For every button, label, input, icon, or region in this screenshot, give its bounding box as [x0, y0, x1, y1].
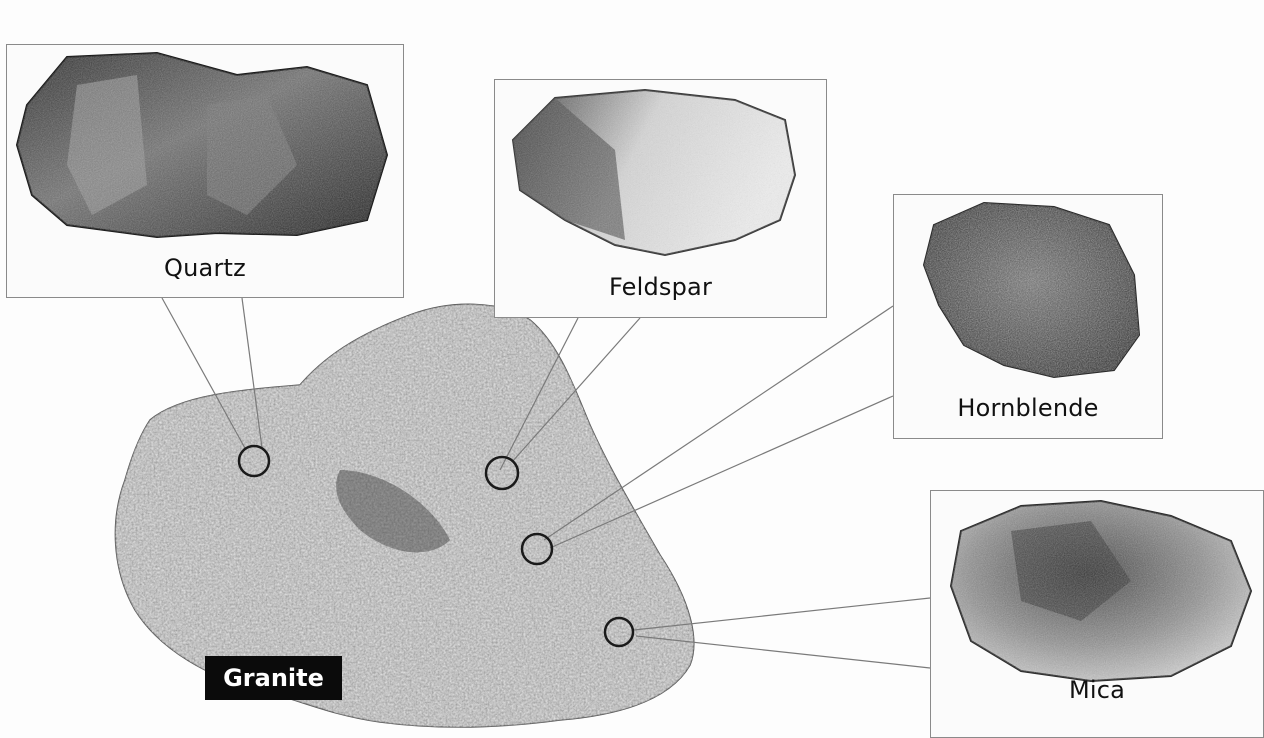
hornblende-image	[894, 195, 1163, 380]
quartz-callout: Quartz	[6, 44, 404, 298]
quartz-label: Quartz	[7, 254, 403, 282]
mica-image	[931, 491, 1264, 691]
quartz-image	[7, 45, 404, 255]
hornblende-callout: Hornblende	[893, 194, 1163, 439]
granite-label: Granite	[205, 656, 342, 700]
feldspar-label: Feldspar	[495, 273, 826, 301]
mica-label: Mica	[931, 676, 1263, 704]
feldspar-callout: Feldspar	[494, 79, 827, 318]
granite-rock	[115, 304, 693, 727]
hornblende-label: Hornblende	[894, 394, 1162, 422]
feldspar-image	[495, 80, 827, 265]
mica-callout: Mica	[930, 490, 1264, 738]
